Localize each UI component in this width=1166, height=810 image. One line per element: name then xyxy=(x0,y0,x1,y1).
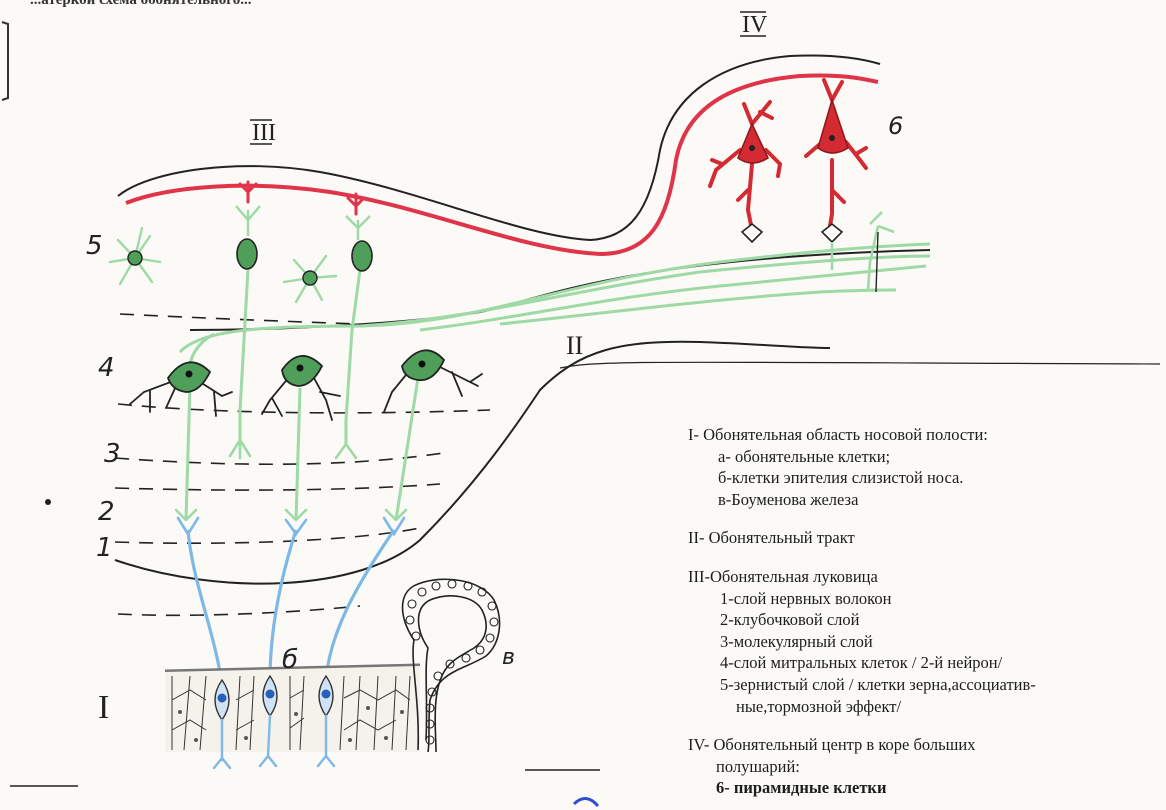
blue-ink-mark xyxy=(572,797,600,808)
legend-s4-6: 6- пирамидные клетки xyxy=(716,778,887,798)
label-layer-3: 3 xyxy=(104,439,121,469)
legend-s1-b: б-клетки эпителия слизистой носа. xyxy=(718,468,964,488)
label-roman-2: II xyxy=(566,331,583,360)
legend-s1-a: а- обонятельные клетки; xyxy=(718,446,891,466)
olfactory-epithelium xyxy=(164,663,421,770)
label-roman-3: III xyxy=(252,120,276,146)
left-bracket xyxy=(1,21,9,101)
receptor-axons-blue xyxy=(186,529,396,685)
layer-boundaries xyxy=(114,313,491,617)
top-caption: ...атеркой схема обонятельного... xyxy=(30,0,252,8)
legend-s4-title: IV- Обонятельный центр в коре больших xyxy=(688,735,976,755)
surface-membrane-red xyxy=(125,73,879,257)
label-layer-5: 5 xyxy=(86,231,103,261)
legend: I- Обонятельная область носовой полости:… xyxy=(688,424,1158,799)
label-roman-4: IV xyxy=(742,12,768,38)
red-dendrite-tufts xyxy=(238,180,366,216)
legend-s3-5b: ные,тормозной эффект/ xyxy=(736,696,902,716)
legend-s3-2: 2-клубочковой слой xyxy=(720,610,860,630)
mitral-cells xyxy=(129,349,483,421)
olfactory-tract-fibers xyxy=(178,242,931,354)
label-cell-b: б xyxy=(282,645,298,675)
pyramidal-cells xyxy=(708,78,895,293)
granule-cell-1 xyxy=(108,226,162,286)
label-cell-6: 6 xyxy=(888,112,903,140)
legend-s3-3: 3-молекулярный слой xyxy=(720,631,873,651)
glomerular-tufts xyxy=(174,438,408,522)
label-cell-v: в xyxy=(502,645,515,670)
roman-underlines xyxy=(250,11,766,145)
ink-dot xyxy=(45,499,51,505)
legend-s1-title: I- Обонятельная область носовой полости: xyxy=(688,425,988,444)
bowman-gland xyxy=(401,578,501,753)
label-roman-1: I xyxy=(98,689,109,726)
granule-cell-2 xyxy=(282,254,338,304)
legend-s1-v: в-Боуменова железа xyxy=(718,489,859,509)
label-layer-1: 1 xyxy=(96,533,113,563)
legend-s3-1: 1-слой нервных волокон xyxy=(720,588,892,608)
granule-cell-3 xyxy=(235,205,261,270)
legend-s2-title: II- Обонятельный тракт xyxy=(688,528,855,548)
label-layer-2: 2 xyxy=(98,497,115,527)
legend-s3-4: 4-слой митральных клеток / 2-й нейрон/ xyxy=(720,653,1003,673)
legend-s3-title: III-Обонятельная луковица xyxy=(688,566,878,586)
green-axons xyxy=(184,269,420,521)
receptor-axon-tips xyxy=(176,516,406,537)
legend-s4-title2: полушарий: xyxy=(716,756,800,776)
label-layer-4: 4 xyxy=(98,353,115,383)
legend-s3-5a: 5-зернистый слой / клетки зерна,ассоциат… xyxy=(720,674,1036,694)
granule-cell-4 xyxy=(345,215,373,272)
